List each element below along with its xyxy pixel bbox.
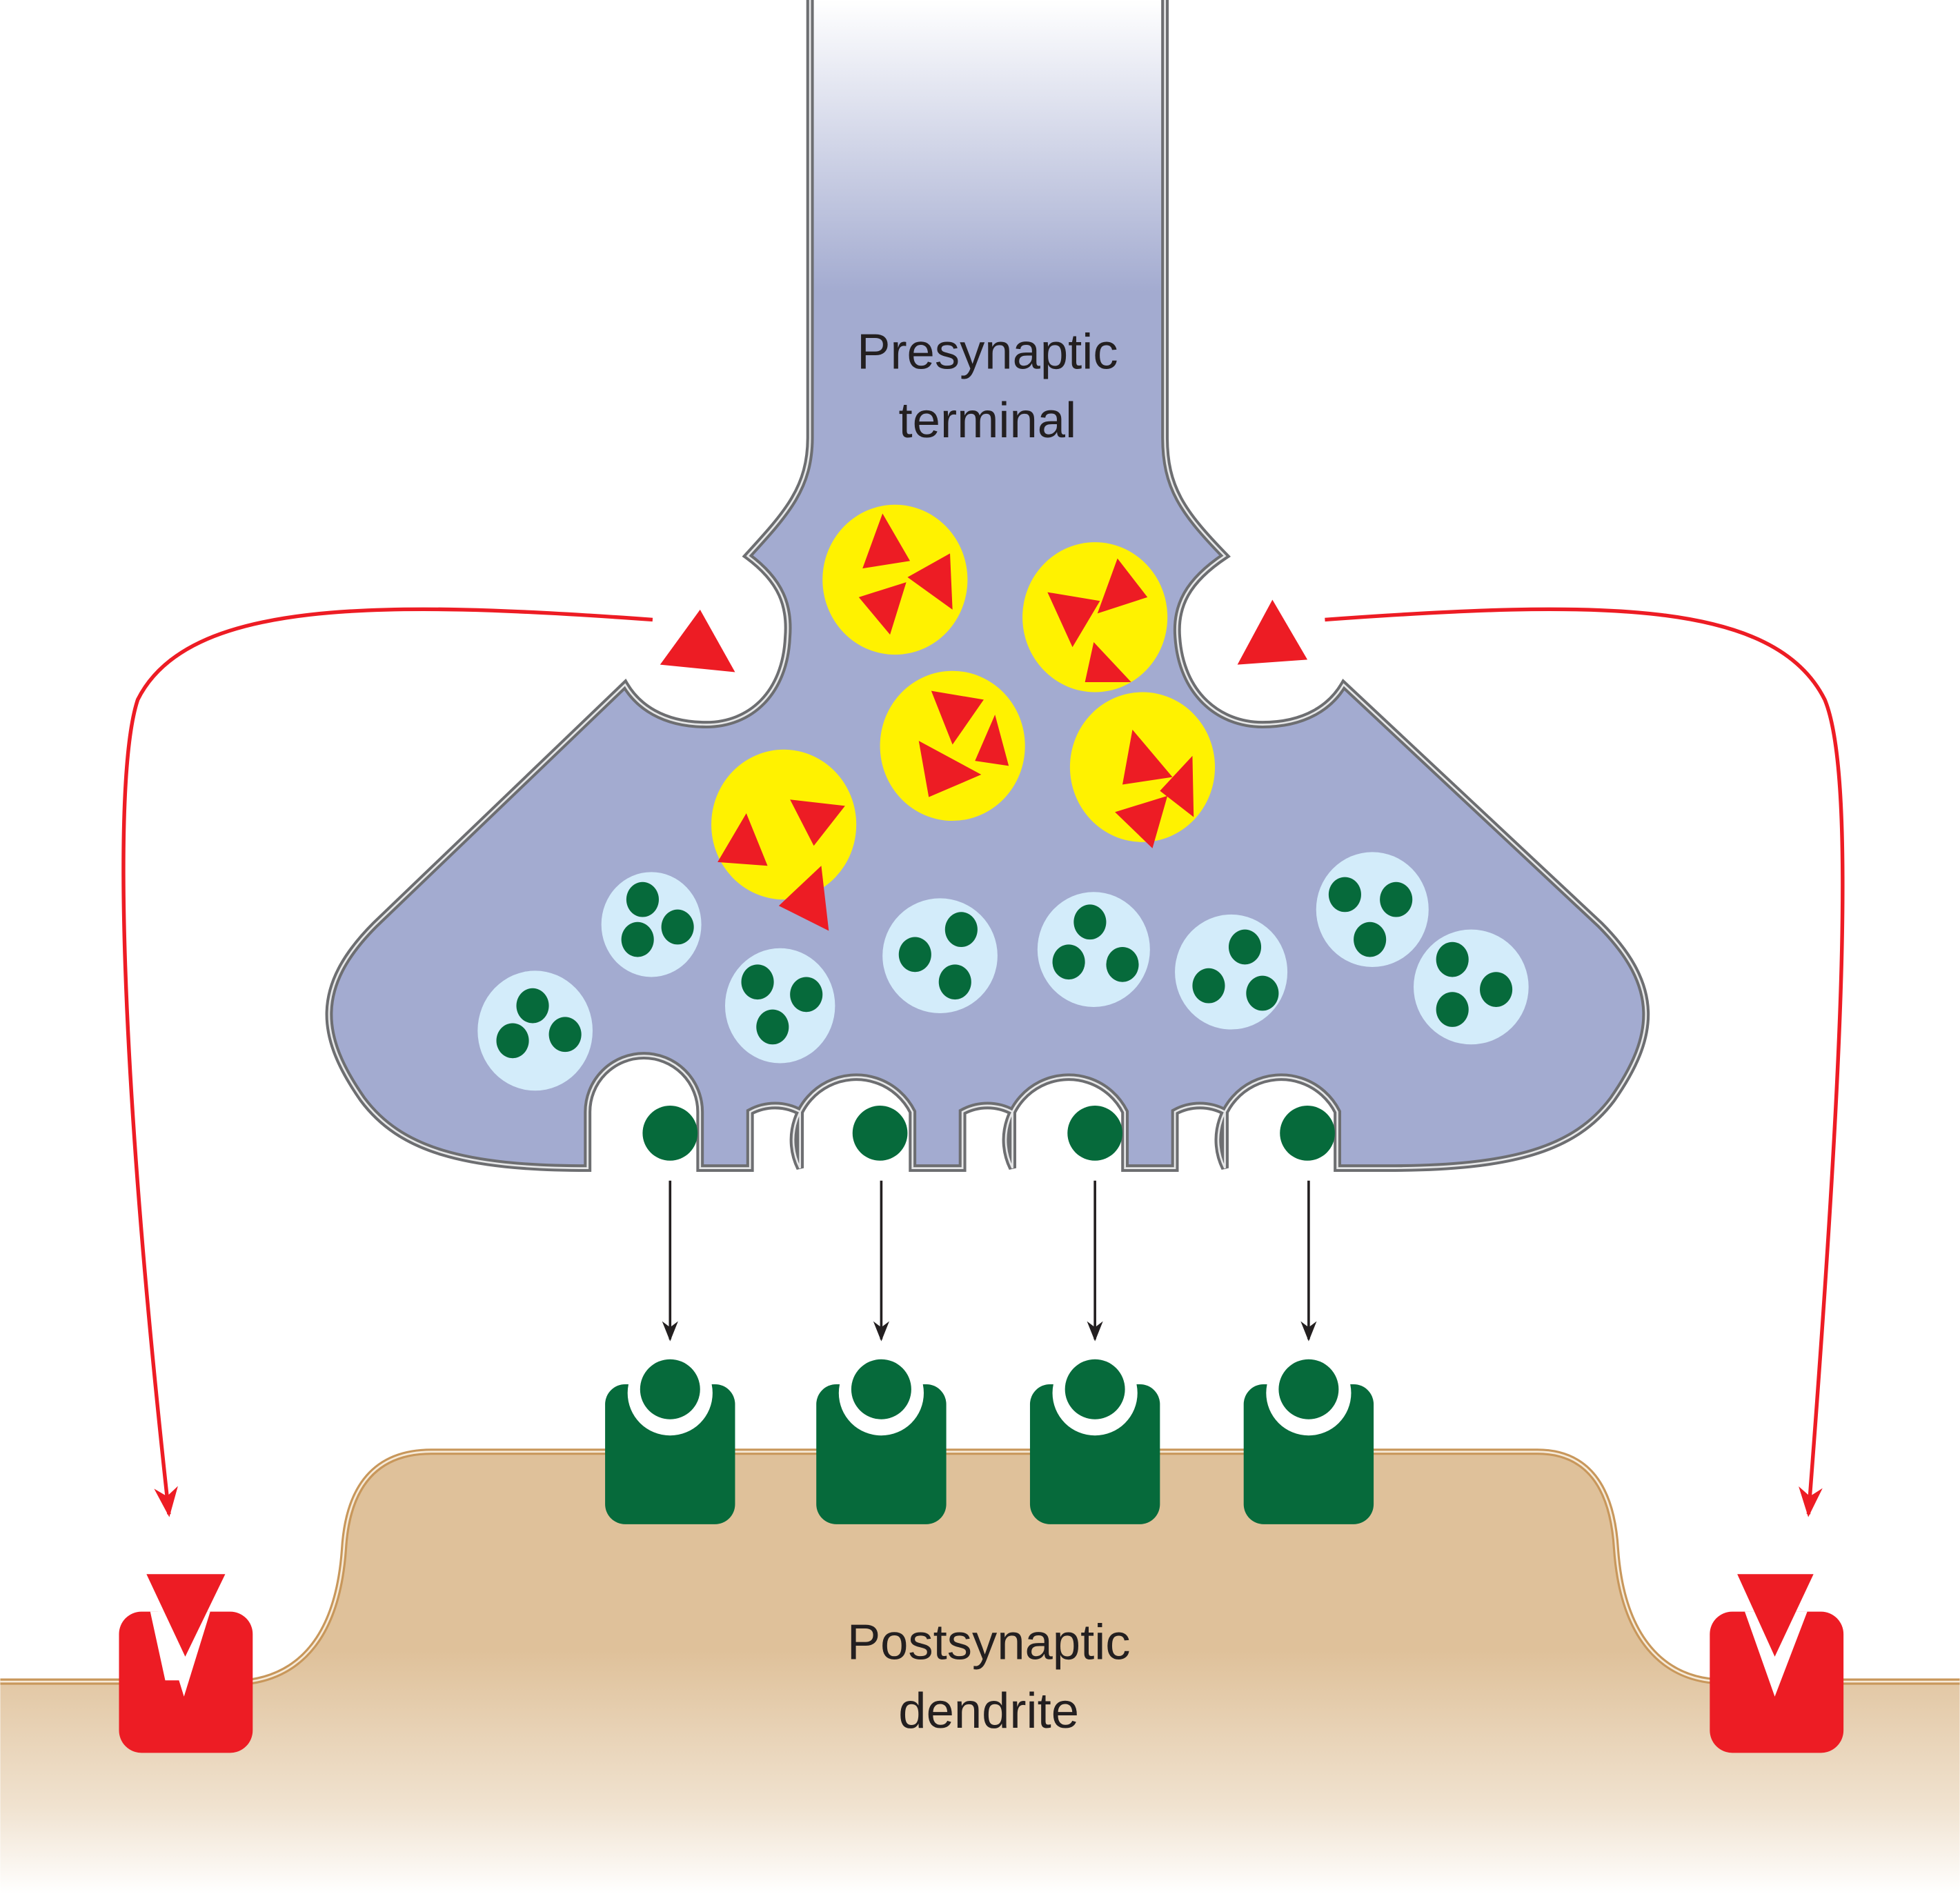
large-vesicle — [711, 749, 857, 931]
small-vesicle — [882, 898, 998, 1014]
large-vesicle — [1022, 542, 1168, 692]
small-vesicle — [601, 872, 702, 977]
postsynaptic-label: Postsynaptic — [847, 1614, 1131, 1670]
transmitter — [1067, 1106, 1122, 1161]
small-vesicle — [1414, 929, 1529, 1045]
small-vesicles — [477, 852, 1529, 1091]
small-vesicle — [477, 970, 593, 1091]
large-vesicle — [1069, 692, 1216, 848]
green-receptors — [605, 1350, 1374, 1524]
large-vesicle — [822, 504, 968, 655]
diffusion-arrows — [662, 1180, 1317, 1342]
small-vesicle — [1316, 852, 1429, 967]
small-vesicle — [1175, 914, 1288, 1030]
postsynaptic-dendrite — [0, 1448, 1960, 1894]
postsynaptic-label-line2: dendrite — [898, 1683, 1079, 1739]
red-receptor-left — [119, 1574, 253, 1753]
released-peptide — [660, 609, 735, 672]
green-receptor — [816, 1350, 947, 1524]
transmitter — [852, 1106, 908, 1161]
red-arrow-right — [1325, 607, 1845, 1517]
transmitter — [642, 1106, 698, 1161]
presynaptic-label: Presynaptic — [857, 323, 1118, 379]
small-vesicle — [724, 948, 835, 1064]
transmitter — [1280, 1106, 1335, 1161]
green-receptor — [1243, 1350, 1374, 1524]
small-vesicle — [1037, 892, 1150, 1007]
large-vesicles — [711, 504, 1216, 931]
presynaptic-label-line2: terminal — [899, 392, 1077, 448]
red-arrow-left — [121, 607, 653, 1517]
dendrite-body — [0, 1451, 1960, 1894]
released-transmitters — [642, 1106, 1335, 1161]
released-peptide — [1237, 599, 1308, 665]
green-receptor — [605, 1350, 735, 1524]
green-receptor — [1029, 1350, 1160, 1524]
red-receptor-right — [1710, 1574, 1844, 1753]
large-vesicle — [880, 670, 1025, 821]
